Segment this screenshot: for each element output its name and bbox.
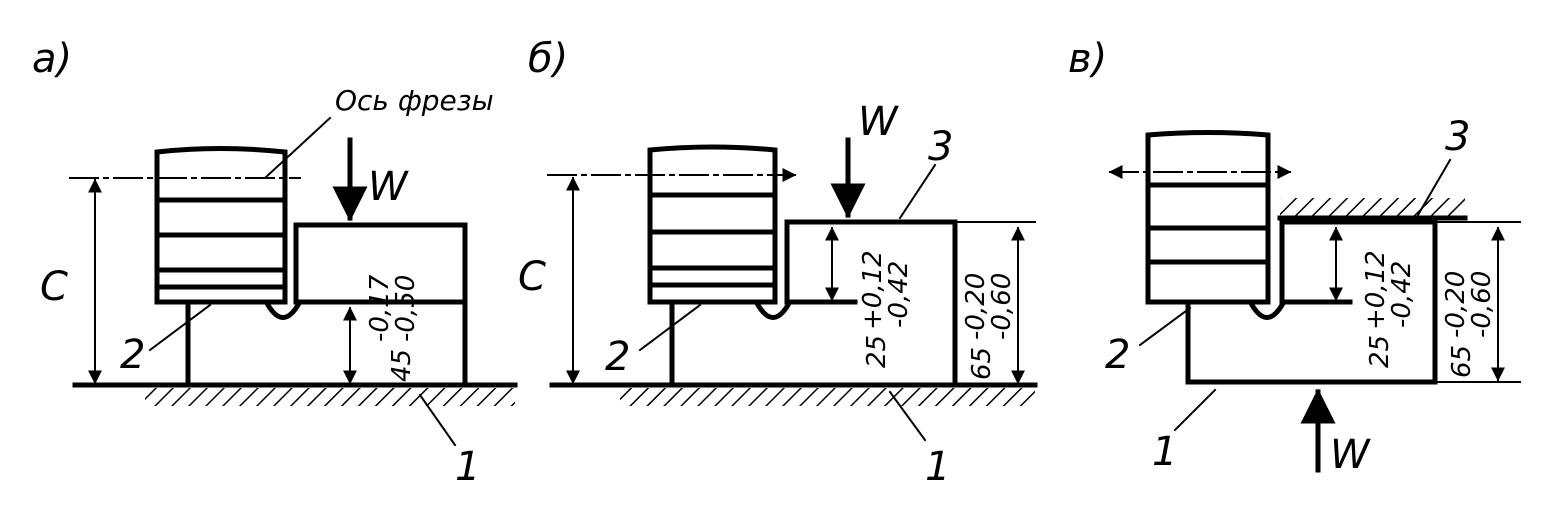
base-hatch	[145, 388, 515, 406]
groove-relief	[264, 301, 302, 320]
dim-45-upper: -0,17	[365, 274, 395, 342]
part-label-1: 1	[925, 444, 950, 490]
panel-a-label: а)	[32, 36, 72, 82]
panel-b-label: б)	[528, 36, 568, 82]
panel-a: а) Ось фрезы C W 45 -0,17 -0,50	[32, 36, 518, 490]
workpiece	[185, 222, 468, 388]
dim-65-nominal: 65	[1447, 345, 1477, 378]
cutter	[1145, 130, 1271, 305]
dim-25-upper: +0,12	[1361, 250, 1391, 330]
dim-65-text: 65 -0,20 -0,60	[961, 273, 1017, 380]
dim-25-text: 25 +0,12 -0,42	[858, 250, 914, 368]
leader-3	[898, 163, 937, 220]
cutter-axis-label: Ось фрезы	[335, 84, 494, 117]
workpiece	[669, 219, 958, 388]
force-label: W	[858, 99, 899, 145]
dim-65-lower: -0,60	[987, 273, 1017, 340]
part-label-2: 2	[605, 334, 630, 380]
leader-1	[1173, 388, 1217, 432]
dim-65-text: 65 -0,20 -0,60	[1441, 271, 1497, 378]
groove-relief	[1248, 301, 1286, 320]
cutter	[647, 144, 778, 305]
dim-25-nominal: 25	[1365, 335, 1395, 368]
panel-c-label: в)	[1068, 36, 1107, 82]
part-label-3: 3	[928, 124, 953, 170]
dim-45-text: 45 -0,17 -0,50	[365, 274, 421, 382]
leader-2	[1138, 306, 1192, 347]
dim-65-lower: -0,60	[1467, 271, 1497, 338]
dim-45-nominal: 45	[387, 349, 417, 382]
leader-1	[888, 390, 927, 442]
axis-leader	[263, 116, 332, 180]
cutter	[154, 146, 288, 305]
top-hatch	[1280, 198, 1465, 216]
part-label-1: 1	[455, 444, 480, 490]
dim-25-lower: -0,42	[884, 261, 914, 328]
force-label: W	[1330, 432, 1371, 478]
dim-25-text: 25 +0,12 -0,42	[1361, 250, 1417, 368]
dim-25-lower: -0,42	[1387, 261, 1417, 328]
dim-65-upper: -0,20	[1441, 271, 1471, 338]
dim-65-upper: -0,20	[961, 273, 991, 340]
part-label-2: 2	[120, 332, 145, 378]
force-label: W	[368, 164, 409, 210]
dim-65-nominal: 65	[967, 347, 997, 380]
dim-c-label: C	[518, 254, 546, 300]
dim-45-lower: -0,50	[391, 275, 421, 342]
dim-c-label: C	[40, 264, 68, 310]
panel-b: б) C W 25 +0,12 -0,42 65 -0,20 -0,60	[518, 36, 1038, 490]
dim-25-nominal: 25	[862, 335, 892, 368]
part-label-2: 2	[1105, 332, 1130, 378]
leader-3	[1416, 158, 1452, 217]
panel-c: в) W 25 +0,12 -0,42 65 -0,20 -0,60	[1068, 36, 1521, 478]
leader-2	[638, 303, 702, 352]
dim-25-upper: +0,12	[858, 250, 888, 330]
leader-1	[418, 393, 457, 447]
groove-relief	[754, 301, 792, 320]
leader-2	[148, 303, 212, 352]
part-label-1: 1	[1152, 429, 1177, 475]
part-label-3: 3	[1445, 114, 1470, 160]
base-hatch	[620, 388, 1035, 406]
